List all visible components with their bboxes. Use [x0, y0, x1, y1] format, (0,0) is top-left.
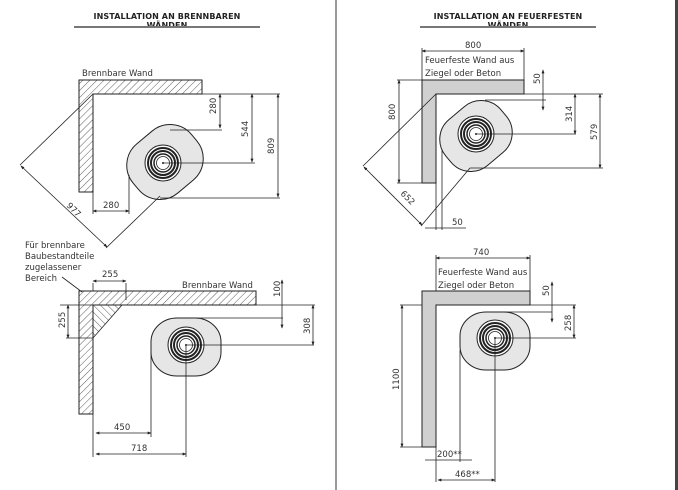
dim-label-255-h: 255	[102, 270, 118, 280]
dim-label-255-v: 255	[58, 312, 68, 328]
dim-label-652: 652	[398, 189, 417, 208]
right-top-diagram: 800 Feuerfeste Wand aus Ziegel oder Beto…	[362, 41, 603, 230]
right-panel-title: INSTALLATION AN FEUERFESTEN WÄNDEN	[433, 12, 583, 30]
zone-label-line4: Bereich	[25, 274, 57, 284]
dim-label-280: 280	[209, 98, 219, 114]
left-top-wall-label: Brennbare Wand	[82, 69, 153, 79]
dim-label-200: 200**	[437, 450, 462, 460]
right-top-wall-label-line1: Feuerfeste Wand aus	[425, 56, 515, 66]
dim-label-718: 718	[131, 444, 147, 454]
left-title-rule	[74, 26, 260, 28]
dim-label-579: 579	[590, 124, 600, 140]
page-edge	[675, 0, 678, 490]
right-bottom-wall-label-line2: Ziegel oder Beton	[438, 281, 514, 291]
dim-label-258: 258	[564, 315, 574, 331]
panel-divider	[335, 0, 337, 490]
dim-label-50: 50	[542, 285, 552, 296]
dim-label-740: 740	[473, 248, 489, 258]
dim-label-809: 809	[267, 138, 277, 154]
dim-label-100: 100	[273, 281, 283, 297]
dim-label-308: 308	[303, 318, 313, 334]
dim-label-50-top: 50	[533, 73, 543, 84]
dim-label-450: 450	[114, 423, 130, 433]
zone-label-line3: zugelassener	[25, 263, 82, 273]
right-bottom-diagram: 740 Feuerfeste Wand aus Ziegel oder Beto…	[392, 248, 576, 482]
right-bottom-wall-label-line1: Feuerfeste Wand aus	[438, 268, 528, 278]
permitted-zone	[92, 304, 123, 340]
right-title-rule	[420, 26, 596, 28]
zone-label-line1: Für brennbare	[25, 241, 85, 251]
left-top-diagram: Brennbare Wand 280 544 809 280 977	[19, 69, 280, 249]
left-bottom-wall-label: Brennbare Wand	[182, 281, 253, 291]
right-top-wall-label-line2: Ziegel oder Beton	[425, 69, 501, 79]
dim-label-1100: 1100	[392, 368, 402, 390]
zone-label-line2: Baubestandteile	[25, 252, 94, 262]
left-panel-title: INSTALLATION AN BRENNBAREN WÄNDEN	[93, 12, 241, 30]
dim-label-800-h: 800	[465, 41, 481, 51]
dim-label-314: 314	[565, 106, 575, 122]
dim-label-280-side: 280	[103, 201, 119, 211]
dim-label-50-bottom: 50	[452, 218, 463, 228]
dim-label-468: 468**	[455, 470, 480, 480]
left-bottom-diagram: Für brennbare Baubestandteile zugelassen…	[25, 241, 315, 457]
dim-label-800-v: 800	[388, 104, 398, 120]
dim-label-977: 977	[64, 201, 83, 220]
dim-label-544: 544	[241, 121, 251, 137]
